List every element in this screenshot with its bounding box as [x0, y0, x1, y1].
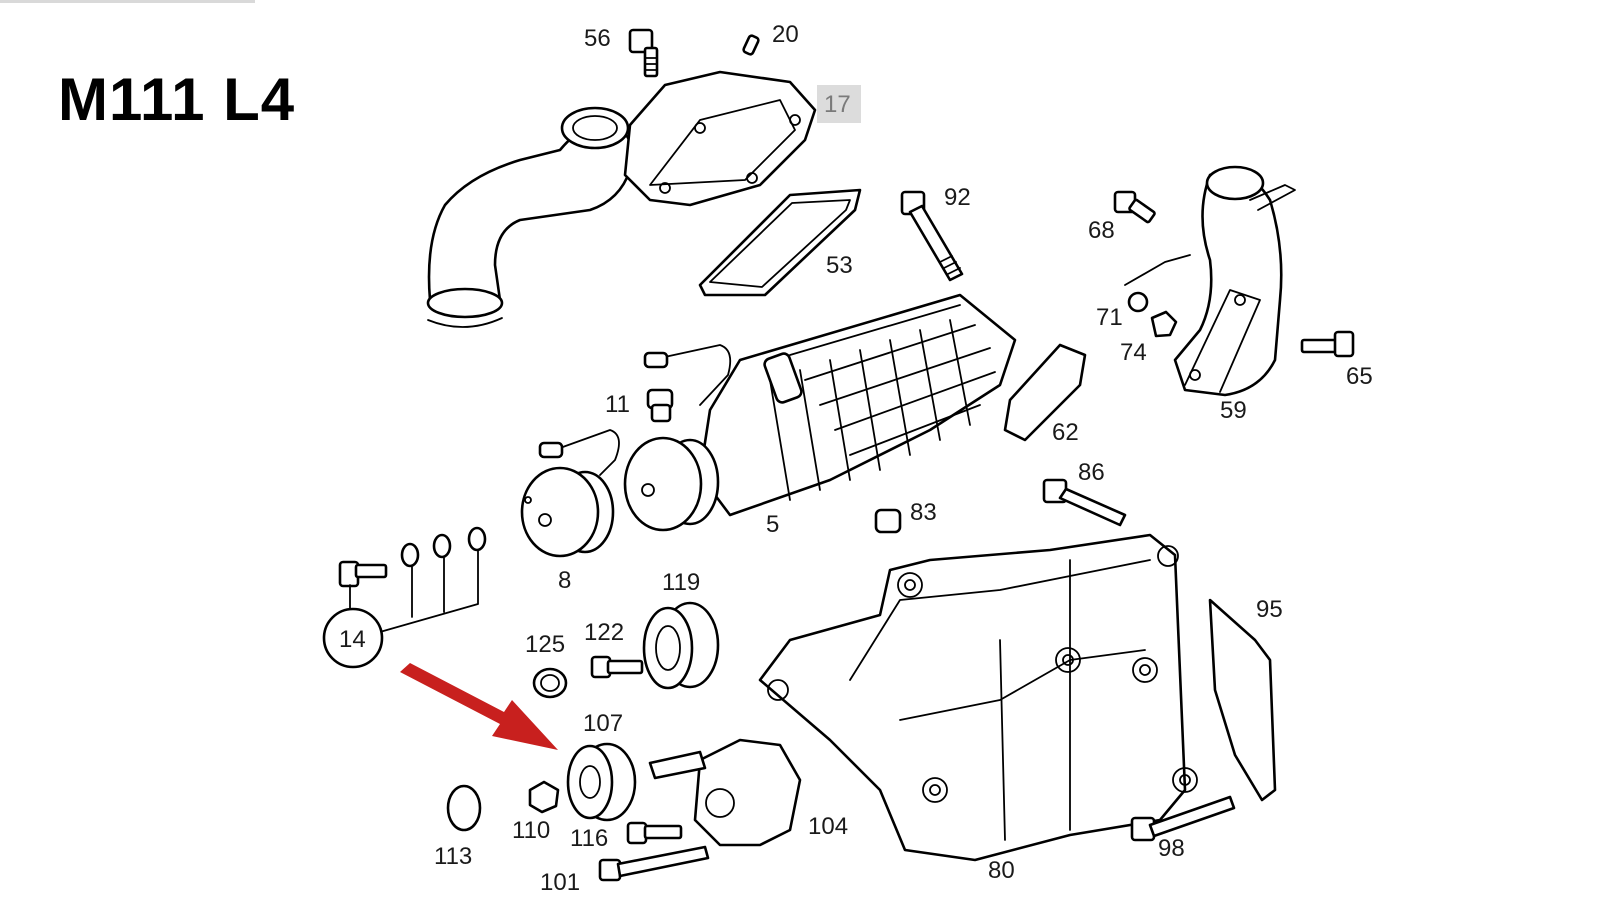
- supercharger-cover: [623, 70, 817, 207]
- label-86: 86: [1078, 459, 1105, 486]
- callout-circle-14: [322, 607, 384, 669]
- top-rule: [0, 0, 255, 3]
- bolt-56: [628, 28, 659, 78]
- supercharger-5: [698, 293, 1017, 517]
- bolt-65: [1300, 330, 1355, 358]
- washer-14c: [467, 526, 487, 552]
- label-80: 80: [988, 857, 1015, 884]
- bolt-122: [590, 655, 644, 679]
- label-95: 95: [1256, 596, 1283, 623]
- label-11: 11: [605, 391, 630, 418]
- label-17: 17: [824, 91, 851, 118]
- gasket-62: [1003, 343, 1087, 442]
- bushing-113: [446, 784, 482, 832]
- bushing-83: [874, 508, 902, 534]
- label-125: 125: [525, 631, 565, 658]
- sensor-upper: [643, 351, 669, 369]
- label-65: 65: [1346, 363, 1373, 390]
- bolt-98: [1130, 795, 1236, 842]
- label-119: 119: [662, 569, 700, 596]
- page-title: M111 L4: [58, 66, 296, 133]
- label-98: 98: [1158, 835, 1185, 862]
- label-74: 74: [1120, 339, 1147, 366]
- washer-14a: [400, 542, 420, 568]
- label-71: 71: [1096, 304, 1123, 331]
- bolt-116: [626, 821, 683, 845]
- dowel-pin-20: [742, 34, 760, 56]
- label-20: 20: [772, 21, 799, 48]
- label-68: 68: [1088, 217, 1115, 244]
- label-8: 8: [558, 567, 571, 594]
- bolt-14: [338, 560, 388, 588]
- label-92: 92: [944, 184, 971, 211]
- plug-11: [646, 388, 674, 423]
- red-arrow: [400, 663, 558, 750]
- gasket-95: [1208, 598, 1277, 802]
- bolt-68: [1128, 198, 1156, 224]
- pulley-drive: [623, 436, 720, 532]
- tensioner-104: [648, 738, 802, 847]
- washer-14b: [432, 533, 452, 559]
- label-107: 107: [583, 710, 623, 737]
- leader-lines-14: [349, 549, 479, 633]
- gasket-53: [698, 188, 862, 297]
- label-56: 56: [584, 25, 611, 52]
- intake-pipe: [426, 106, 634, 328]
- nut-74: [1150, 310, 1178, 338]
- label-104: 104: [808, 813, 848, 840]
- label-59: 59: [1220, 397, 1247, 424]
- sensor-lead-upper: [659, 344, 732, 406]
- nut-110: [528, 780, 560, 814]
- bolt-86: [1042, 478, 1127, 527]
- highlight-box-17: [817, 85, 861, 123]
- label-14: 14: [339, 626, 366, 653]
- pulley-8: [520, 466, 615, 558]
- label-62: 62: [1052, 419, 1079, 446]
- label-53: 53: [826, 252, 853, 279]
- tensioner-pulley-107: [566, 742, 637, 822]
- label-83: 83: [910, 499, 937, 526]
- label-116: 116: [570, 825, 608, 852]
- bolt-101: [598, 845, 710, 882]
- sensor-lower: [538, 441, 564, 459]
- label-5: 5: [766, 511, 779, 538]
- label-110: 110: [512, 817, 550, 844]
- cap-125: [532, 667, 568, 699]
- intake-elbow-59: [1173, 165, 1296, 397]
- idler-pulley-119: [642, 601, 720, 690]
- mounting-bracket-80: [758, 533, 1198, 862]
- bolt-92: [900, 190, 964, 282]
- sensor-lead-lower: [559, 429, 620, 476]
- label-113: 113: [434, 843, 472, 870]
- label-101: 101: [540, 869, 580, 896]
- label-122: 122: [584, 619, 624, 646]
- washer-71: [1127, 291, 1149, 313]
- bracket-line-59: [1124, 254, 1191, 286]
